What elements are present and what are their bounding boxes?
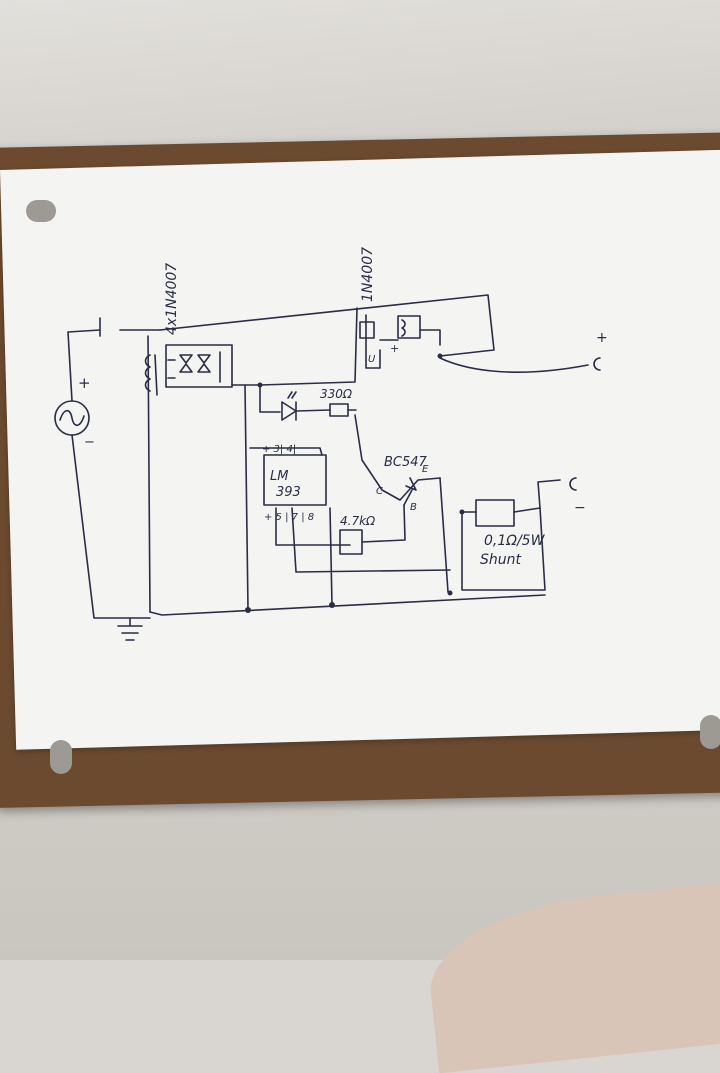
junction-dot <box>329 602 335 608</box>
bridge-diodes-label: 4x1N4007 <box>164 263 180 335</box>
shunt-loop-wire <box>461 507 546 591</box>
out-c-top-label: C <box>585 372 586 374</box>
ac-source-symbol <box>54 400 90 436</box>
transistor-symbol <box>354 414 441 506</box>
output-positive-wire <box>439 357 589 373</box>
positive-rail-wire <box>231 307 358 386</box>
out-minus-label: − <box>574 500 586 516</box>
out-plus-label: + <box>596 330 608 346</box>
ac-top-wire <box>67 317 101 402</box>
bridge-rectifier-symbol <box>165 344 233 388</box>
transistor-c-label: C <box>376 486 383 497</box>
relay-u-label: U <box>368 354 376 365</box>
ac-minus-label: − <box>84 435 95 450</box>
ac-bottom-wire <box>71 434 151 619</box>
comparator-ic-symbol <box>263 454 327 506</box>
transistor-e-label: E <box>422 464 429 475</box>
led-to-resistor-wire <box>295 409 331 412</box>
clipboard-clip-icon <box>50 740 72 774</box>
relay-plus-label: + <box>390 342 399 355</box>
pot-resistor-symbol <box>339 529 363 555</box>
led-resistor-label: 330Ω <box>320 387 353 401</box>
led-symbol <box>281 391 297 421</box>
led-resistor-symbol <box>329 403 349 417</box>
clipboard-clip-icon <box>700 715 720 749</box>
ground-symbol <box>117 617 143 641</box>
relay-diode-label: 1N4007 <box>360 247 376 302</box>
output-positive-terminal-icon <box>593 357 601 371</box>
left-vertical-wire <box>244 384 249 611</box>
schematic-drawing: + − 4x1N4007 1N4007 U + + C <box>54 247 608 641</box>
shunt-resistor-symbol <box>459 479 561 527</box>
comparator-wires <box>249 447 451 606</box>
top-rail-wire <box>159 294 495 357</box>
relay-symbol <box>359 314 443 369</box>
shunt-value-label: 0,1Ω/5W <box>484 533 546 549</box>
emitter-wire <box>439 477 449 593</box>
comparator-bottom-pins-label: + 5 | 7 | 8 <box>264 512 314 523</box>
ground-rail-wire <box>149 594 546 616</box>
out-c-bottom-label: C <box>560 489 561 491</box>
transistor-label: BC547 <box>384 455 428 470</box>
transistor-b-label: B <box>410 502 417 513</box>
shunt-label: Shunt <box>480 552 522 568</box>
transformer-symbol <box>119 329 161 613</box>
comparator-line1-label: LM <box>270 469 288 484</box>
comparator-line2-label: 393 <box>276 485 301 500</box>
led-branch-wire <box>259 384 281 413</box>
pot-resistor-label: 4.7kΩ <box>340 514 376 528</box>
comparator-top-pins-label: + 3| 4| <box>262 444 296 455</box>
clipboard-clip-icon <box>26 200 56 222</box>
pot-to-base-wire <box>361 504 406 543</box>
output-negative-terminal-icon <box>569 477 577 491</box>
junction-dot <box>245 607 251 613</box>
junction-dot <box>447 590 453 596</box>
ac-plus-label: + <box>78 374 91 392</box>
